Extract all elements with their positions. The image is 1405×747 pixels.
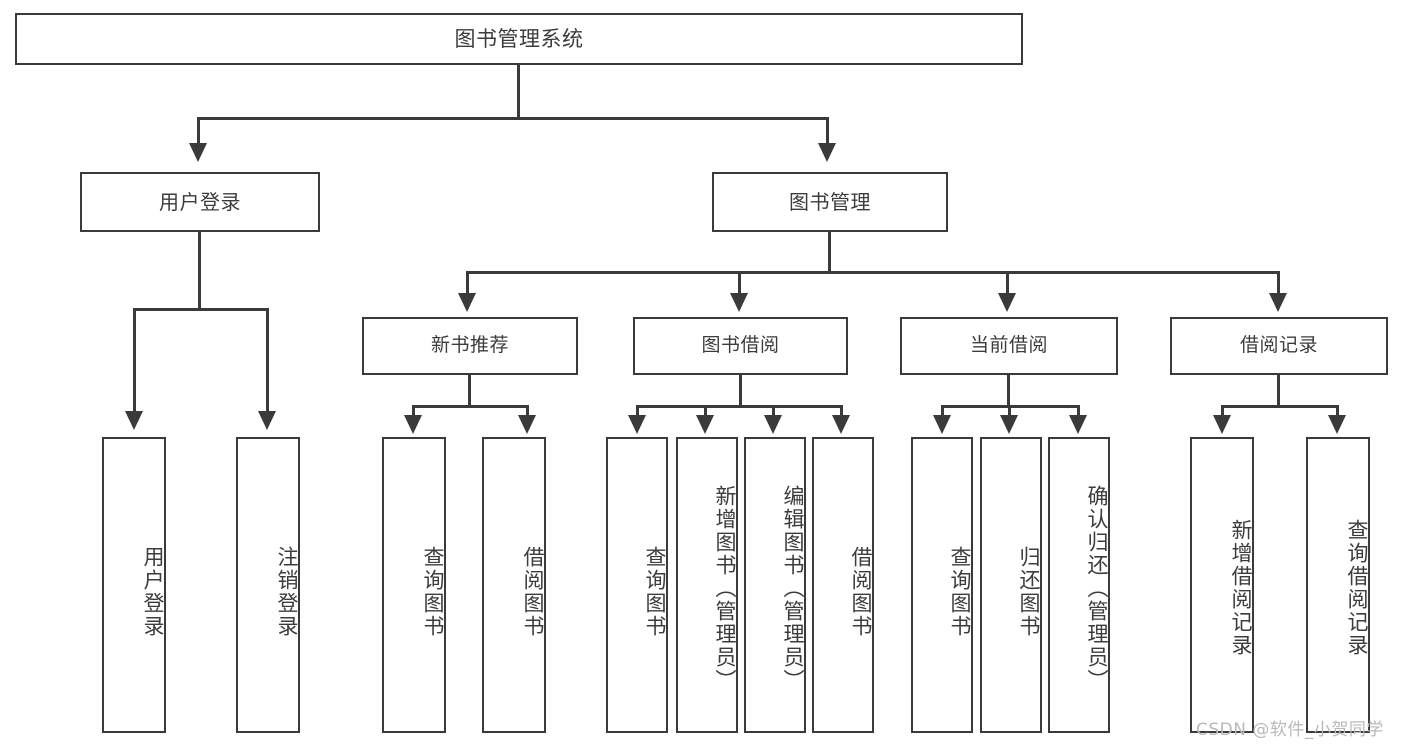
connector-root-to-bookmgmt [826, 117, 829, 145]
node-label: 图书管理系统 [454, 26, 584, 51]
connector-login-to-leaf1 [133, 308, 136, 413]
node-label: 新书推荐 [430, 334, 509, 357]
connector-borrow-to-leaf2 [704, 405, 707, 417]
leaf-query-book-current[interactable]: 查询图书 [911, 437, 973, 733]
connector-bookmgmt-to-n1 [466, 271, 469, 295]
connector-recommend-bus [412, 405, 529, 408]
arrowhead-current-leaf2 [1000, 415, 1018, 434]
leaf-confirm-return-admin[interactable]: 确认归还（管理员） [1048, 437, 1110, 733]
arrowhead-recommend-leaf2 [518, 415, 536, 434]
node-label: 借阅记录 [1239, 334, 1318, 357]
connector-recommend-stem [468, 375, 471, 407]
connector-current-stem [1007, 375, 1010, 407]
connector-bookmgmt-bus [466, 271, 1280, 274]
connector-record-stem [1277, 375, 1280, 407]
connector-borrow-to-leaf4 [840, 405, 843, 417]
leaf-user-login[interactable]: 用户登录 [102, 437, 166, 733]
leaf-logout[interactable]: 注销登录 [236, 437, 300, 733]
arrowhead-login-leaf2 [258, 411, 276, 430]
node-current-borrow[interactable]: 当前借阅 [900, 317, 1118, 375]
connector-borrow-stem [739, 375, 742, 407]
arrowhead-borrow-leaf1 [628, 415, 646, 434]
node-book-borrow[interactable]: 图书借阅 [633, 317, 848, 375]
connector-borrow-to-leaf1 [636, 405, 639, 417]
node-book-management[interactable]: 图书管理 [712, 172, 948, 232]
connector-borrow-bus [636, 405, 843, 408]
node-label: 图书管理 [789, 189, 871, 214]
node-label: 编辑图书（管理员） [781, 484, 805, 692]
connector-root-bus [197, 117, 829, 120]
node-label: 新增图书（管理员） [713, 484, 737, 692]
node-label: 用户登录 [159, 189, 241, 214]
arrowhead-login-leaf1 [125, 411, 143, 430]
arrowhead-current-leaf1 [933, 415, 951, 434]
connector-bookmgmt-to-n4 [1277, 271, 1280, 295]
node-label: 确认归还（管理员） [1085, 484, 1109, 692]
leaf-query-book-borrow[interactable]: 查询图书 [606, 437, 668, 733]
leaf-query-book-recommend[interactable]: 查询图书 [382, 437, 446, 733]
leaf-add-borrow-record[interactable]: 新增借阅记录 [1190, 437, 1254, 733]
node-label: 注销登录 [275, 546, 299, 638]
arrowhead-current-leaf3 [1069, 415, 1087, 434]
node-label: 借阅图书 [521, 546, 545, 638]
leaf-edit-book-admin[interactable]: 编辑图书（管理员） [744, 437, 806, 733]
arrowhead-bookmgmt-n4 [1269, 293, 1287, 312]
arrowhead-bookmgmt-n2 [730, 293, 748, 312]
node-user-login[interactable]: 用户登录 [80, 172, 320, 232]
connector-root-to-login [197, 117, 200, 145]
leaf-borrow-book[interactable]: 借阅图书 [812, 437, 874, 733]
connector-borrow-to-leaf3 [772, 405, 775, 417]
connector-login-to-leaf2 [266, 308, 269, 413]
node-label: 当前借阅 [969, 334, 1048, 357]
arrowhead-borrow-leaf3 [764, 415, 782, 434]
connector-record-bus [1221, 405, 1339, 408]
node-label: 归还图书 [1017, 546, 1041, 638]
connector-current-to-leaf2 [1008, 405, 1011, 417]
connector-bookmgmt-to-n2 [738, 271, 741, 295]
arrowhead-bookmgmt-n1 [458, 293, 476, 312]
connector-bookmgmt-to-n3 [1006, 271, 1009, 295]
arrowhead-record-leaf1 [1213, 415, 1231, 434]
leaf-return-book[interactable]: 归还图书 [980, 437, 1042, 733]
arrowhead-borrow-leaf4 [832, 415, 850, 434]
leaf-add-book-admin[interactable]: 新增图书（管理员） [676, 437, 738, 733]
node-label: 查询借阅记录 [1345, 519, 1369, 657]
connector-root-stem [517, 65, 520, 118]
connector-bookmgmt-stem [828, 232, 831, 272]
node-label: 用户登录 [141, 546, 165, 638]
arrowhead-bookmgmt-n3 [998, 293, 1016, 312]
connector-record-to-leaf1 [1221, 405, 1224, 417]
arrowhead-record-leaf2 [1328, 415, 1346, 434]
connector-recommend-to-leaf1 [412, 405, 415, 417]
arrowhead-borrow-leaf2 [696, 415, 714, 434]
arrowhead-recommend-leaf1 [404, 415, 422, 434]
leaf-query-borrow-record[interactable]: 查询借阅记录 [1306, 437, 1370, 733]
node-label: 图书借阅 [701, 334, 780, 357]
node-root-system[interactable]: 图书管理系统 [15, 13, 1023, 65]
arrowhead-root-to-bookmgmt [818, 143, 836, 162]
node-label: 查询图书 [643, 546, 667, 638]
connector-login-stem [198, 232, 201, 309]
connector-record-to-leaf2 [1336, 405, 1339, 417]
arrowhead-root-to-login [189, 143, 207, 162]
node-label: 查询图书 [948, 546, 972, 638]
node-label: 新增借阅记录 [1229, 519, 1253, 657]
csdn-watermark: CSDN @软件_小贺同学 [1196, 720, 1384, 740]
node-label: 查询图书 [421, 546, 445, 638]
connector-login-bus [133, 308, 269, 311]
leaf-borrow-book-recommend[interactable]: 借阅图书 [482, 437, 546, 733]
connector-recommend-to-leaf2 [526, 405, 529, 417]
node-borrow-record[interactable]: 借阅记录 [1170, 317, 1388, 375]
connector-current-to-leaf1 [941, 405, 944, 417]
node-label: 借阅图书 [849, 546, 873, 638]
node-new-book-recommend[interactable]: 新书推荐 [362, 317, 578, 375]
connector-current-to-leaf3 [1077, 405, 1080, 417]
